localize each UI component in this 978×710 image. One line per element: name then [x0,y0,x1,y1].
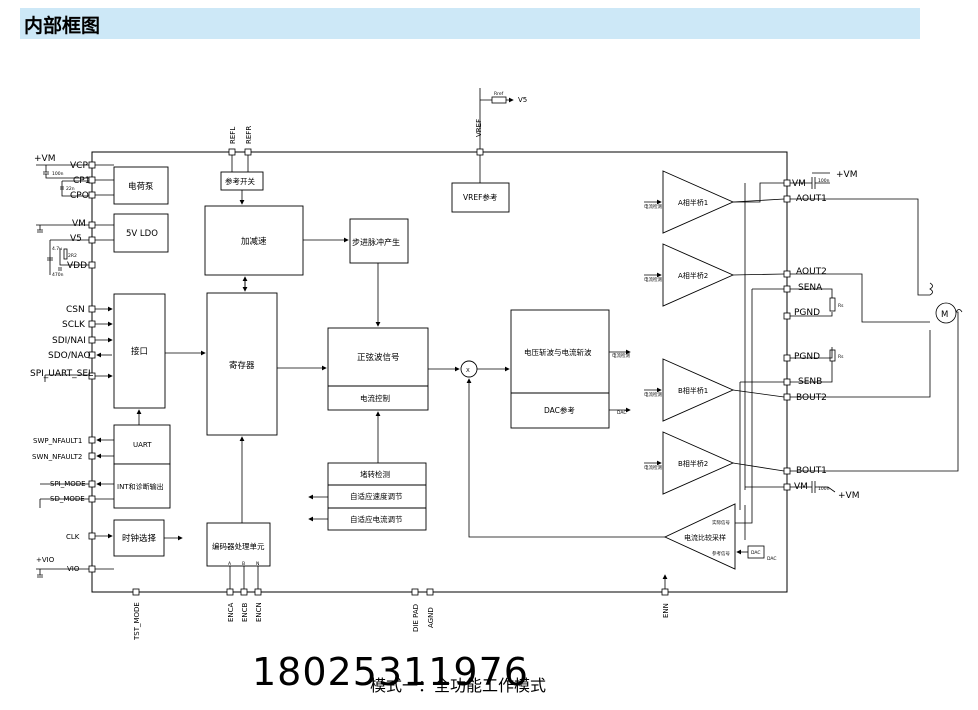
block-charge-pump: 电荷泵 [128,181,154,192]
cap-100n-left: 100n [52,171,64,177]
pin-vm-supply-left: +VM [34,154,55,164]
res-rs-b: Rs [838,354,844,360]
block-current-compare: 电流比较采样 [684,533,726,542]
encoder-b: B [242,561,245,567]
pin-vm-supply-right-bottom: +VM [838,491,859,501]
pin-aout2: AOUT2 [796,267,827,277]
label-ref-signal: 参考信号 [712,550,730,557]
pin-vcp: VCP [70,161,88,171]
cap-47u: 4.7u [52,246,62,252]
pin-refr: REFR [245,126,253,144]
pin-agnd: AGND [427,607,435,628]
label-current-detect-b1: 电流检测 [644,391,662,398]
pin-v5-left: V5 [70,234,82,244]
label-current-detect-b2: 电流检测 [644,464,662,471]
block-half-b1: B相半桥1 [678,386,708,395]
pin-swn-nfault2: SWN_NFAULT2 [32,453,82,461]
block-ldo: 5V LDO [126,229,158,239]
label-dac-out: DAC [617,410,627,416]
pin-clk: CLK [66,533,80,541]
block-dac-ref: DAC参考 [544,405,575,415]
pin-enn: ENN [662,603,670,618]
pin-die-pad: DIE PAD [412,604,420,632]
left-pins [88,161,96,573]
motor-icon [935,302,957,324]
block-chopper: 电压斩波与电流斩波 [524,347,592,357]
encoder-n: N [256,561,259,567]
pin-vm-right-top: VM [792,179,806,189]
encoder-a: A [228,561,232,567]
block-step-pulse: 步进脉冲产生 [352,237,400,247]
pin-pgnd-b: PGND [794,352,820,362]
pin-bout2: BOUT2 [796,393,827,403]
internal-wiring [95,155,785,570]
motor-label: M [941,310,948,320]
chip-outline [91,151,788,593]
block-int-diag: INT和诊断输出 [117,482,164,491]
block-current-control: 电流控制 [360,393,390,403]
block-uart: UART [133,441,152,449]
cap-470n: 470n [52,272,64,278]
label-dac-small-right: DAC [767,556,777,562]
right-external-wiring [790,172,963,493]
section-title: 内部框图 [24,15,101,37]
block-sine-signal: 正弦波信号 [357,352,400,363]
pin-enca: ENCA [227,602,235,622]
pin-sclk: SCLK [62,320,86,330]
label-current-detect-a1: 电流检测 [644,203,662,210]
half-bridges [662,170,736,570]
left-external-wiring [36,164,89,578]
block-encoder: 编码器处理单元 [212,541,265,551]
block-accel-decel: 加减速 [241,236,267,247]
block-interface: 接口 [131,346,148,357]
res-rs-a: Rs [838,303,844,309]
blocks [113,166,610,567]
label-chopper-current: 电流检测 [612,352,630,359]
pin-vm-supply-right-top: +VM [836,170,857,180]
block-vref-ref: VREF参考 [463,192,498,202]
phone-number-watermark: 18025311976 [252,650,529,694]
block-stall-detect: 堵转检测 [360,469,390,479]
cap-100n-right-top: 100n [818,178,830,184]
multiplier-label: X [466,368,470,374]
block-ref-switch: 参考开关 [225,176,255,186]
block-half-b2: B相半桥2 [678,459,708,468]
pin-sdo: SDO/NAO [48,351,91,361]
pin-refl: REFL [229,127,237,144]
block-adaptive-speed: 自适应速度调节 [350,491,403,501]
pin-vref: VREF [475,119,483,137]
pin-encn: ENCN [255,602,263,622]
pin-csn: CSN [66,305,85,315]
pin-pgnd-a: PGND [794,308,820,318]
label-current-detect-a2: 电流检测 [644,276,662,283]
pin-encb: ENCB [241,602,249,622]
block-half-a1: A相半桥1 [678,198,708,207]
label-actual-signal: 实际信号 [712,519,730,526]
pin-vio-supply: +VIO [36,556,55,564]
cap-22n: 22n [66,186,75,192]
block-half-a2: A相半桥2 [678,271,708,280]
pin-sena: SENA [798,283,823,293]
res-rref: Rref [494,91,504,97]
block-adaptive-current: 自适应电流调节 [350,514,403,524]
pin-v5-top: V5 [518,96,527,104]
pin-swp-nfault1: SWP_NFAULT1 [33,437,82,445]
label-dac-small: DAC [751,550,761,556]
figure-caption: 模式一：全功能工作模式 [370,676,547,695]
cap-100n-right-bottom: 100n [818,486,830,492]
block-registers: 寄存器 [229,360,255,371]
pin-spi-uart-sel: SPI_UART_SEL [30,369,93,379]
res-2r2: 2R2 [68,253,77,259]
pin-sdi: SDI/NAI [52,336,86,346]
pin-tst-mode: TST_MODE [133,602,141,641]
pin-vdd: VDD [67,261,87,271]
pin-vm-left: VM [72,219,86,229]
block-clock-select: 时钟选择 [122,533,157,544]
section-header: 内部框图 [20,8,920,39]
